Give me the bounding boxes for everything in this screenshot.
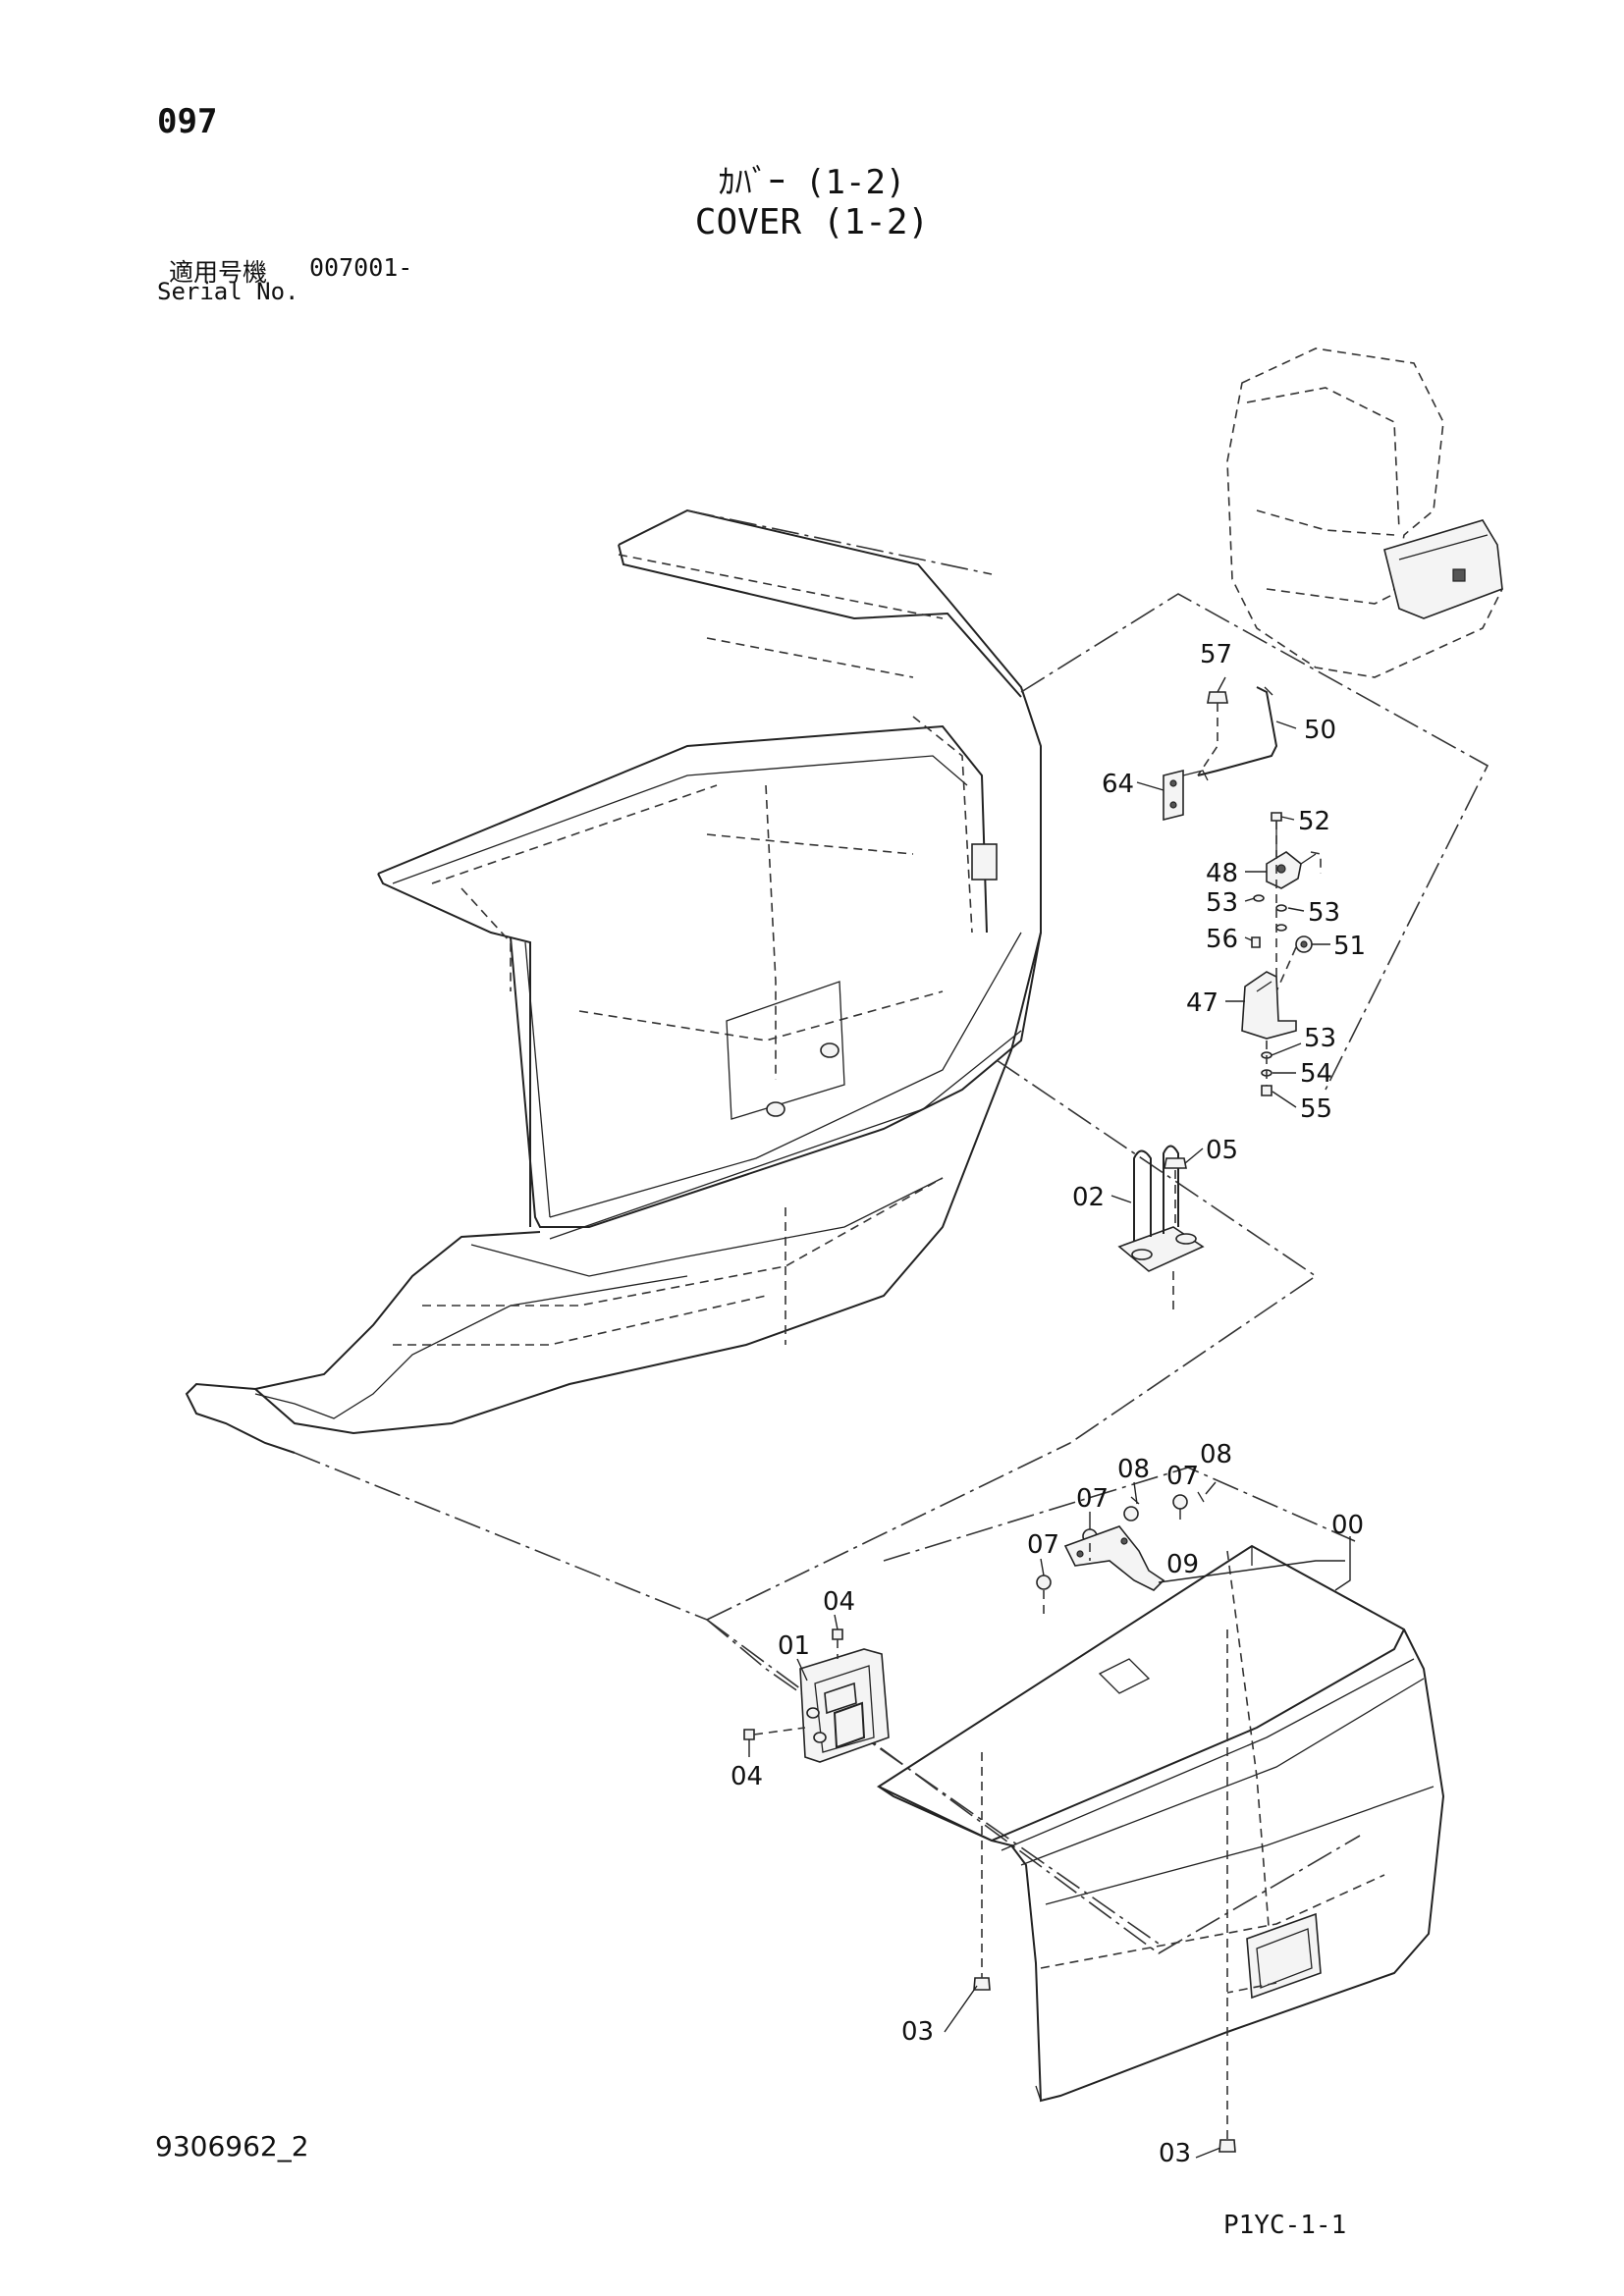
hinge-parts-07-08-09 [1036,1491,1205,1620]
serial-label-japanese: 適用号機 [169,258,268,287]
callout-51: 51 [1333,932,1366,961]
callout-07-right: 07 [1166,1462,1199,1491]
callout-54: 54 [1300,1059,1332,1089]
callout-53-upper-right: 53 [1308,898,1340,928]
callout-52: 52 [1298,807,1330,836]
counterweight-body [185,508,1042,1454]
callout-48: 48 [1206,859,1238,888]
title-japanese: ｶﾊﾞｰ (1-2) [718,163,906,202]
callout-57: 57 [1200,640,1232,669]
serial-label-english: Serial No. [157,278,299,305]
lock-part-01 [743,1629,890,1763]
callout-05: 05 [1206,1136,1238,1165]
callout-01: 01 [778,1631,810,1661]
callout-03-left: 03 [901,2017,934,2047]
callout-09: 09 [1166,1550,1199,1579]
callout-labels: 57 50 64 52 48 53 53 56 51 47 53 54 55 0… [731,640,1366,2168]
callout-00: 00 [1331,1511,1364,1540]
callout-08-right: 08 [1200,1440,1232,1469]
callout-03-right: 03 [1159,2139,1191,2168]
callout-07-left: 07 [1027,1530,1059,1560]
page-number: 097 [157,102,218,141]
callout-64: 64 [1102,770,1134,799]
callout-02: 02 [1072,1183,1105,1212]
sheet-code: P1YC-1-1 [1223,2211,1347,2240]
callout-08-left: 08 [1117,1455,1150,1484]
callout-04-lower: 04 [731,1762,763,1791]
callout-04-upper: 04 [823,1587,855,1617]
callout-53-upper-left: 53 [1206,888,1238,918]
u-bracket-part-02 [1117,1145,1205,1315]
serial-number-value: 007001- [309,253,413,282]
callout-leaders [748,676,1351,2159]
callout-47: 47 [1186,988,1218,1018]
callout-56: 56 [1206,925,1238,954]
latch-assembly [1163,686,1322,1096]
callout-53-lower: 53 [1304,1024,1336,1053]
assembly-outline [294,509,1489,1954]
cover-panel-part-00 [876,1544,1445,2153]
callout-50: 50 [1304,716,1336,745]
title-english: COVER (1-2) [694,202,930,242]
machine-location-thumbnail [1226,347,1503,678]
document-id: 9306962_2 [155,2130,309,2163]
callout-55: 55 [1300,1095,1332,1124]
callout-07-middle: 07 [1076,1484,1109,1514]
